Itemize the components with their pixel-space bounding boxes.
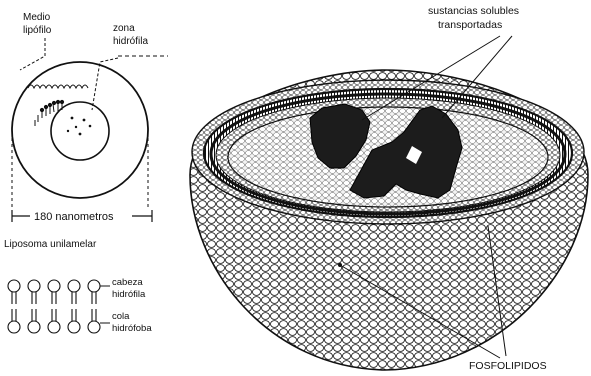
label-size: 180 nanometros [34,211,114,223]
svg-text:sustancias solubles transp: sustancias solubles transportadas [428,5,522,31]
svg-text:zona hidrófila: zona hidrófila [113,23,148,47]
label-hidrofoba: hidrófoba [112,323,152,334]
label-hidrofila-2: hidrófila [112,289,146,300]
svg-text:Medio lipófilo: Medio lipófilo [23,12,53,36]
label-cabeza: cabeza [112,277,143,288]
label-hidrofila: hidrófila [113,36,148,47]
label-caption: Liposoma unilamelar [4,239,97,250]
svg-text:cola hidrófoba: cola hidrófoba [112,311,152,334]
medio-lipofilo-leader [20,38,45,70]
inner-aqueous-circle [51,102,109,160]
label-fosfolipidos: FOSFOLIPIDOS [469,360,547,372]
label-lipofilo: lipófilo [23,25,52,36]
label-cola: cola [112,311,130,322]
label-medio: Medio [23,12,51,23]
liposome-cross-section: Medio lipófilo zona hidrófila 180 nanome… [4,12,168,250]
label-zona: zona [113,23,135,34]
svg-text:cabeza hidrófila: cabeza hidrófila [112,277,146,300]
phospholipid-bilayer-schematic [8,280,110,333]
label-transportadas: transportadas [438,19,502,31]
label-sustancias: sustancias solubles [428,5,519,17]
liposome-cutaway [190,36,588,370]
